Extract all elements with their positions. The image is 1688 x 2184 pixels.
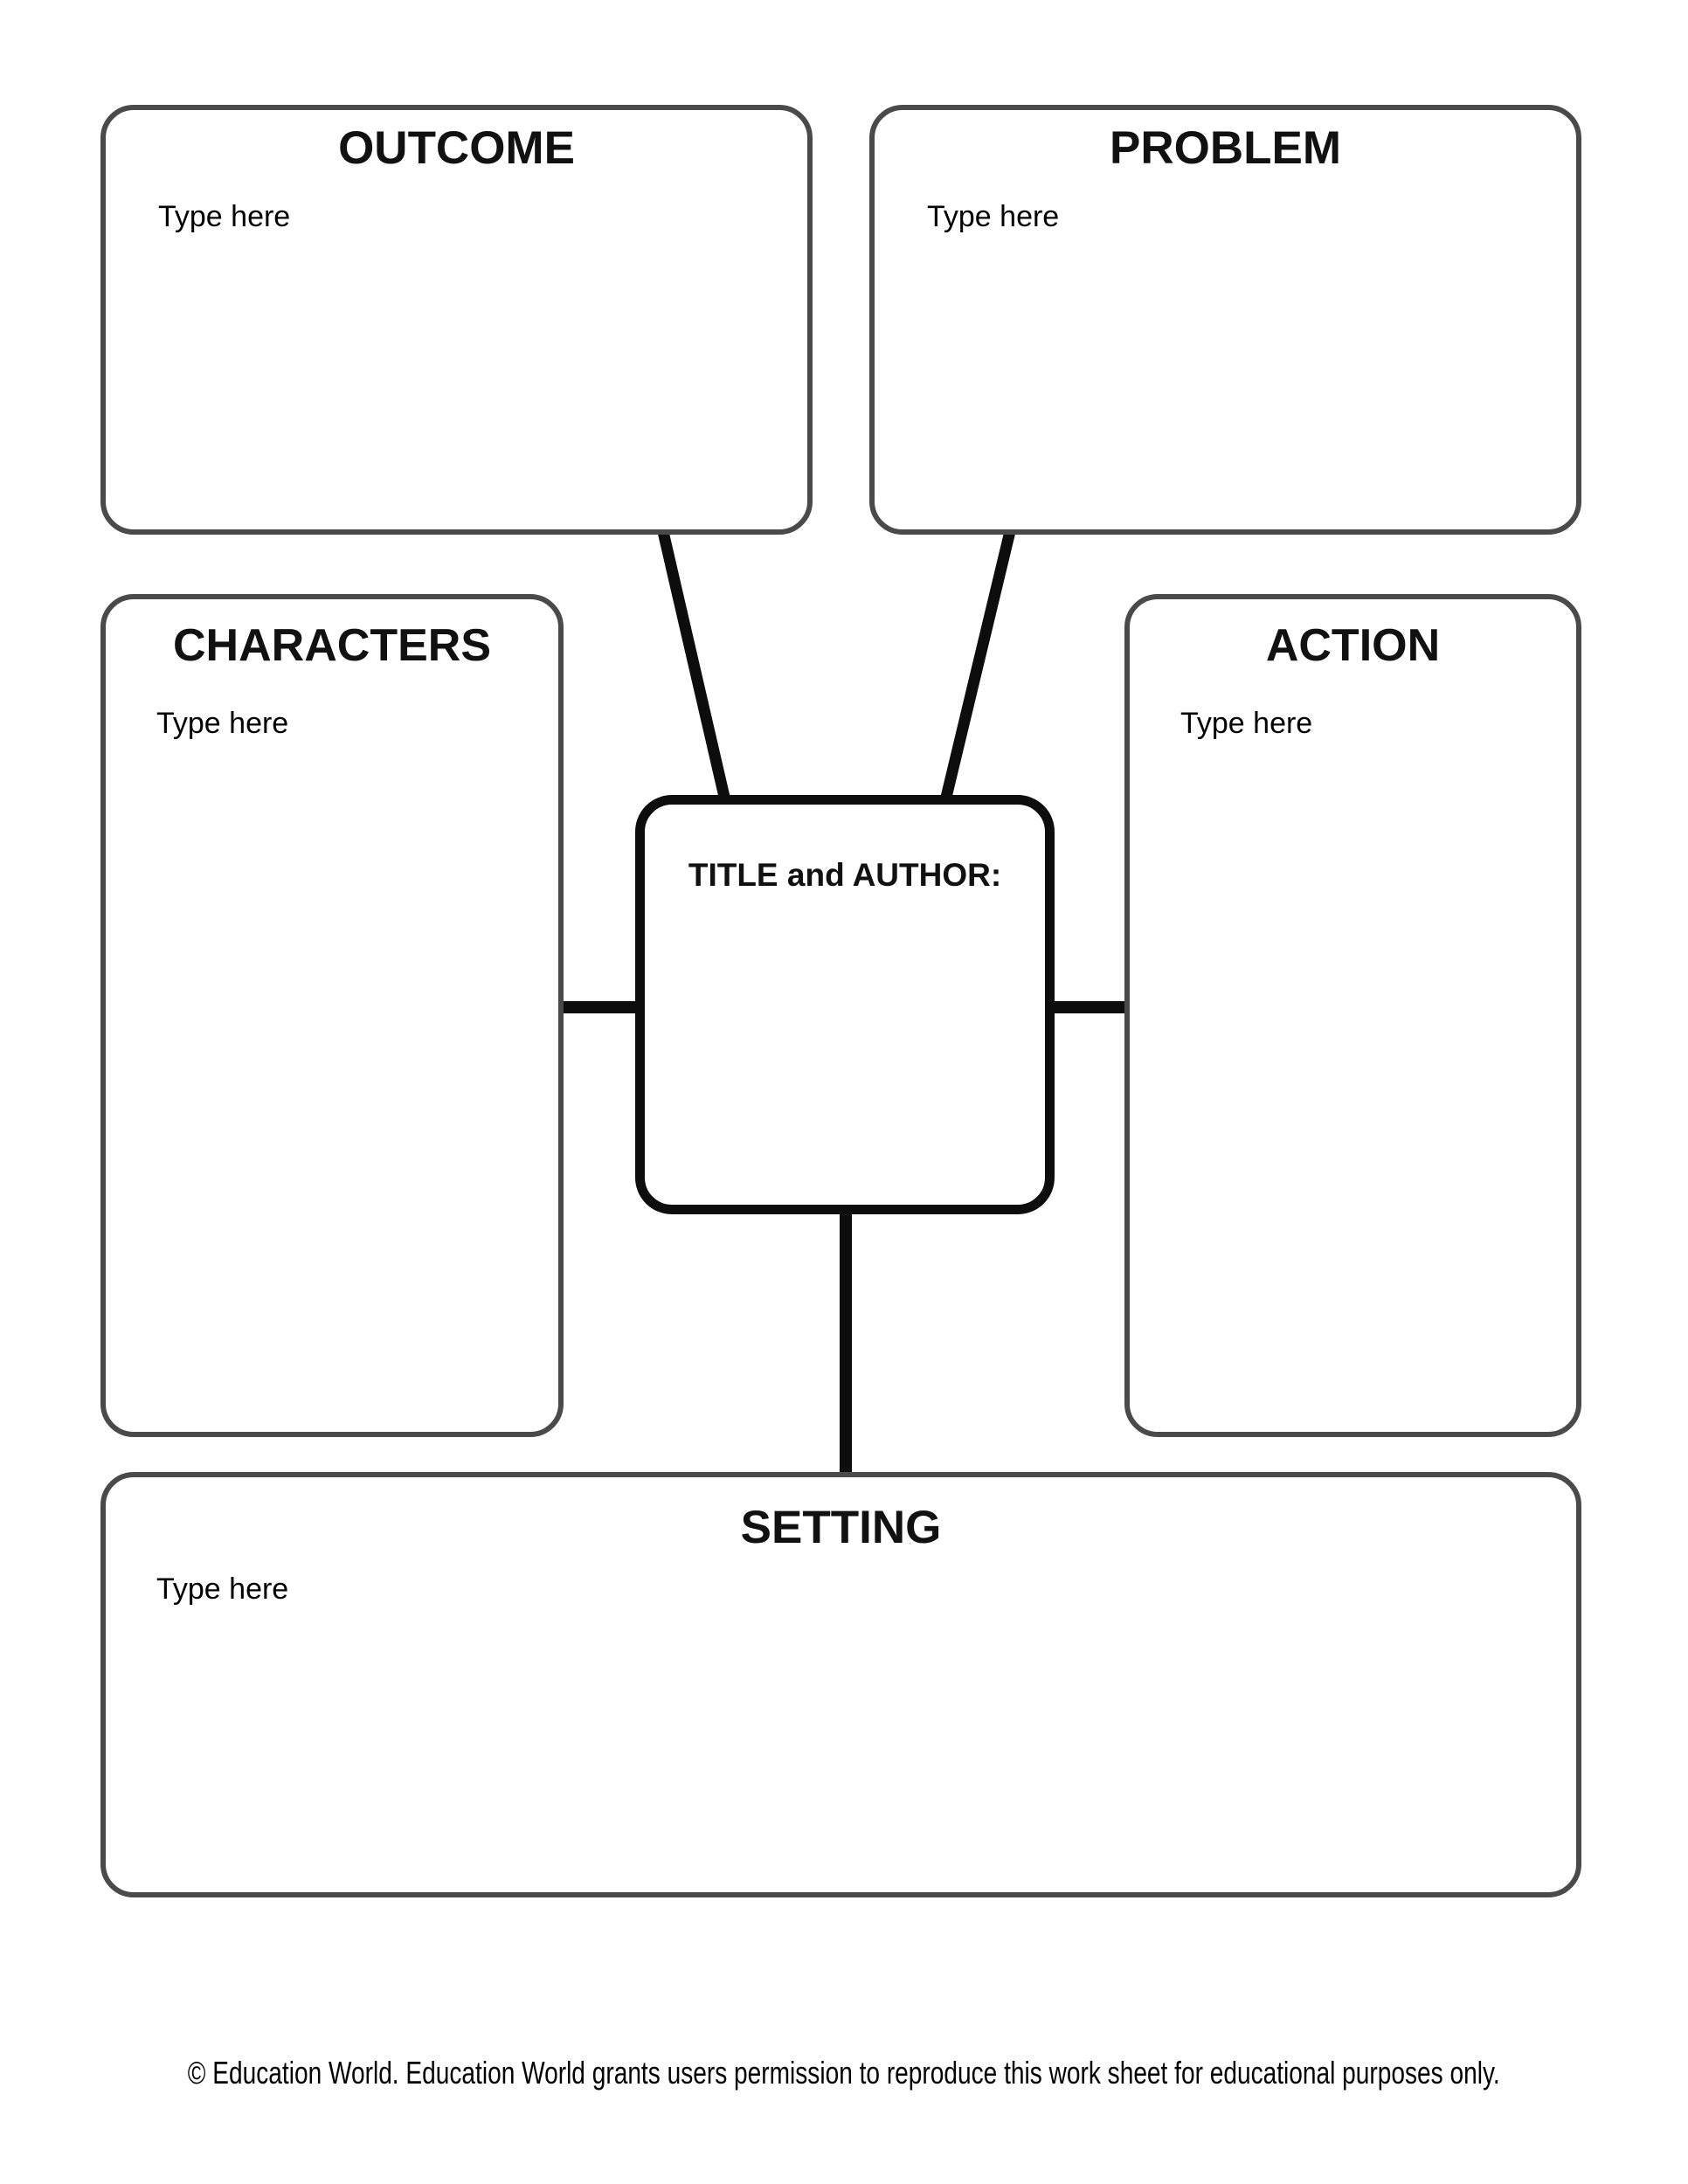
- setting-box: SETTING Type here: [100, 1472, 1581, 1897]
- title-author-label: TITLE and AUTHOR:: [688, 857, 1002, 893]
- title-author-box[interactable]: TITLE and AUTHOR:: [635, 795, 1055, 1214]
- characters-box: CHARACTERS Type here: [100, 594, 564, 1437]
- problem-input[interactable]: Type here: [927, 200, 1060, 233]
- problem-box: PROBLEM Type here: [869, 105, 1581, 535]
- action-title: ACTION: [1265, 620, 1441, 671]
- outcome-box: OUTCOME Type here: [100, 105, 813, 535]
- copyright-text: © Education World. Education World grant…: [188, 2055, 1500, 2091]
- footer: © Education World. Education World grant…: [0, 2055, 1688, 2091]
- action-box: ACTION Type here: [1124, 594, 1581, 1437]
- outcome-title: OUTCOME: [338, 122, 575, 174]
- connector-problem-to-center: [937, 522, 1018, 810]
- connector-outcome-to-center: [655, 522, 733, 810]
- characters-title: CHARACTERS: [173, 620, 491, 671]
- setting-title: SETTING: [740, 1502, 942, 1553]
- action-input[interactable]: Type here: [1180, 707, 1313, 740]
- characters-input[interactable]: Type here: [156, 707, 289, 740]
- setting-input[interactable]: Type here: [156, 1572, 289, 1606]
- problem-title: PROBLEM: [1110, 122, 1341, 174]
- outcome-input[interactable]: Type here: [158, 200, 291, 233]
